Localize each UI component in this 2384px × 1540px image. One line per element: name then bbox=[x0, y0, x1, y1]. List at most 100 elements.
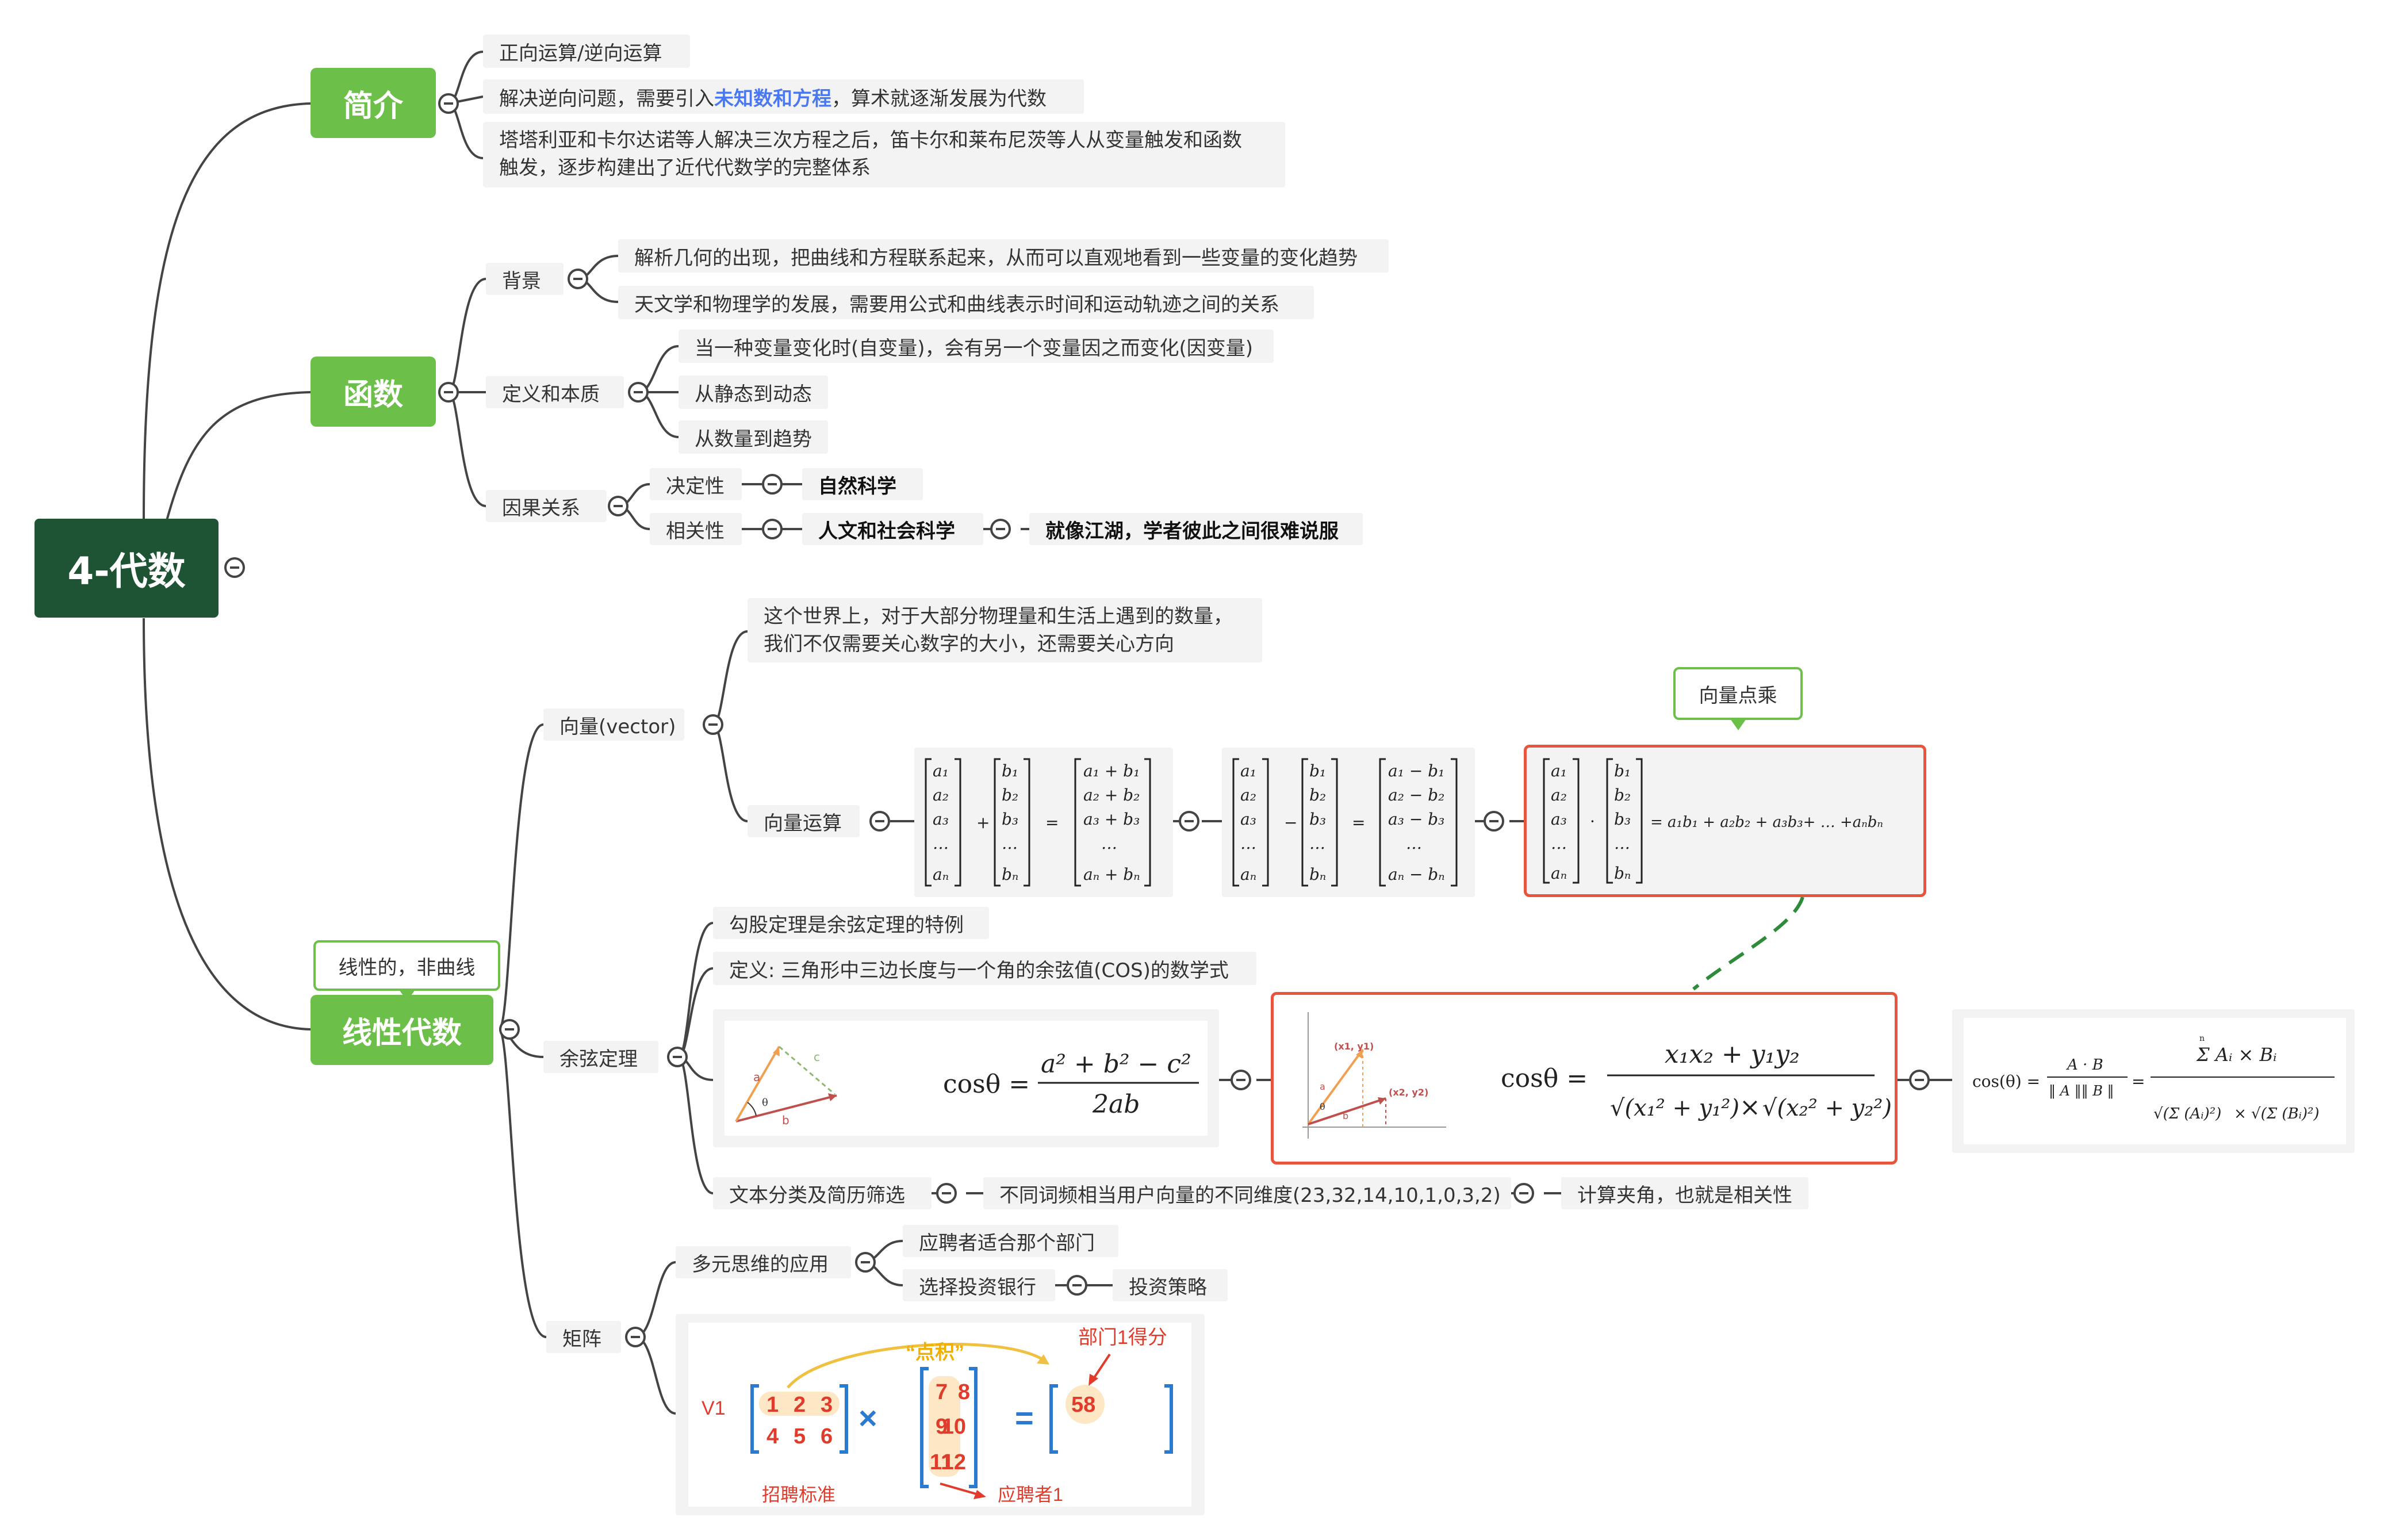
svg-text:1: 1 bbox=[766, 1393, 779, 1417]
causality-deterministic[interactable]: 决定性 bbox=[650, 468, 742, 500]
topic-linear-label: 线性代数 bbox=[342, 1016, 462, 1051]
plus-sign: + bbox=[976, 813, 990, 832]
dept-fit-label: 应聘者适合那个部门 bbox=[919, 1231, 1095, 1255]
formula2-den-right: √(x₂² + y₂²) bbox=[1762, 1095, 1892, 1121]
svg-text:10: 10 bbox=[942, 1415, 966, 1439]
intro-item-2[interactable]: 解决逆向问题，需要引入未知数和方程，算术就逐渐发展为代数 bbox=[483, 79, 1084, 114]
text-classification[interactable]: 文本分类及简历筛选 bbox=[713, 1177, 932, 1209]
matrix-multiplication-image[interactable]: “点积” 部门1得分 V1 × = 1 2 3 4 5 6 bbox=[676, 1314, 1205, 1515]
cosine-formula-image-2[interactable]: (x1, y1) (x2, y2) a b θ cosθ = x₁x₂ + y₁… bbox=[1274, 995, 1895, 1162]
collapse-icon[interactable] bbox=[703, 714, 723, 735]
matrix-node[interactable]: 矩阵 bbox=[546, 1321, 621, 1353]
collapse-icon[interactable] bbox=[869, 811, 890, 832]
cosine-node[interactable]: 余弦定理 bbox=[543, 1041, 658, 1073]
svg-text:7: 7 bbox=[936, 1380, 948, 1404]
definition-item-1-text: 当一种变量变化时(自变量)，会有另一个变量因之而变化(因变量) bbox=[695, 336, 1254, 360]
collapse-icon[interactable] bbox=[1179, 811, 1199, 832]
svg-text:5: 5 bbox=[794, 1424, 806, 1449]
linear-callout[interactable]: 线性的，非曲线 bbox=[313, 940, 500, 1001]
dept-fit[interactable]: 应聘者适合那个部门 bbox=[903, 1225, 1118, 1257]
svg-text:=: = bbox=[1352, 813, 1365, 832]
intro-item-1[interactable]: 正向运算/逆向运算 bbox=[483, 35, 690, 68]
cosine-pythagoras[interactable]: 勾股定理是余弦定理的特例 bbox=[713, 907, 989, 939]
vector-ops-node[interactable]: 向量运算 bbox=[748, 805, 860, 837]
topic-intro[interactable]: 简介 bbox=[311, 68, 436, 138]
formula1-numerator: a² + b² − c² bbox=[1041, 1049, 1191, 1079]
topic-function[interactable]: 函数 bbox=[311, 357, 436, 427]
svg-text:a₂: a₂ bbox=[1551, 786, 1567, 805]
investment-strategy[interactable]: 投资策略 bbox=[1113, 1269, 1228, 1301]
vector-node[interactable]: 向量(vector) bbox=[543, 708, 684, 741]
definition-item-3[interactable]: 从数量到趋势 bbox=[679, 420, 828, 454]
topic-linear-algebra[interactable]: 线性代数 bbox=[311, 995, 493, 1065]
collapse-icon[interactable] bbox=[1484, 811, 1504, 832]
formula3-lhs: cos(θ) = bbox=[1972, 1072, 2040, 1091]
multi-thinking[interactable]: 多元思维的应用 bbox=[676, 1246, 851, 1278]
collapse-icon[interactable] bbox=[608, 496, 628, 516]
cosine-formula-image-3[interactable]: cos(θ) = A · B ‖ A ‖‖ B ‖ = n Σ Aᵢ × Bᵢ … bbox=[1952, 1009, 2355, 1153]
background-item-2[interactable]: 天文学和物理学的发展，需要用公式和曲线表示时间和运动轨迹之间的关系 bbox=[618, 286, 1314, 319]
collapse-icon[interactable] bbox=[224, 557, 245, 578]
root-topic[interactable]: 4-代数 bbox=[35, 519, 219, 618]
collapse-icon[interactable] bbox=[628, 382, 649, 403]
deterministic-label: 决定性 bbox=[666, 474, 725, 498]
background-item-2-text: 天文学和物理学的发展，需要用公式和曲线表示时间和运动轨迹之间的关系 bbox=[634, 293, 1279, 316]
recruit-standard-label: 招聘标准 bbox=[762, 1484, 835, 1505]
intro-item-3-line-1: 塔塔利亚和卡尔达诺等人解决三次方程之后，笛卡尔和莱布尼茨等人从变量触发和函数 bbox=[499, 129, 1242, 152]
compute-angle[interactable]: 计算夹角，也就是相关性 bbox=[1561, 1177, 1808, 1209]
humanities[interactable]: 人文和社会科学 bbox=[802, 513, 983, 545]
function-causality-label: 因果关系 bbox=[502, 496, 580, 520]
definition-item-1[interactable]: 当一种变量变化时(自变量)，会有另一个变量因之而变化(因变量) bbox=[679, 330, 1274, 363]
natural-science[interactable]: 自然科学 bbox=[802, 468, 923, 500]
svg-text:8: 8 bbox=[958, 1380, 970, 1404]
causality-correlation[interactable]: 相关性 bbox=[650, 513, 742, 545]
svg-text:bₙ: bₙ bbox=[1309, 865, 1326, 884]
collapse-icon[interactable] bbox=[1067, 1275, 1087, 1296]
svg-text:b₃: b₃ bbox=[1614, 810, 1631, 829]
collapse-icon[interactable] bbox=[438, 382, 459, 403]
collapse-icon[interactable] bbox=[1231, 1070, 1251, 1090]
collapse-icon[interactable] bbox=[762, 474, 783, 495]
correlation-label: 相关性 bbox=[666, 519, 725, 543]
cosine-definition[interactable]: 定义: 三角形中三边长度与一个角的余弦值(COS)的数学式 bbox=[713, 952, 1256, 985]
svg-text:a₁: a₁ bbox=[1551, 761, 1567, 780]
cosine-formula-image-1[interactable]: a b c θ cosθ = a² + b² − c² 2ab bbox=[713, 1009, 1219, 1147]
collapse-icon[interactable] bbox=[625, 1327, 646, 1347]
intro-item-3-line-2: 触发，逐步构建出了近代代数学的完整体系 bbox=[499, 156, 871, 179]
function-definition[interactable]: 定义和本质 bbox=[486, 376, 624, 408]
definition-item-2[interactable]: 从静态到动态 bbox=[679, 376, 828, 409]
function-causality[interactable]: 因果关系 bbox=[486, 490, 607, 522]
svg-text:…: … bbox=[1002, 834, 1018, 853]
collapse-icon[interactable] bbox=[855, 1252, 876, 1273]
collapse-icon[interactable] bbox=[1513, 1183, 1534, 1204]
vector-desc[interactable]: 这个世界上，对于大部分物理量和生活上遇到的数量， 我们不仅需要关心数字的大小，还… bbox=[748, 598, 1262, 662]
word-frequency-dims[interactable]: 不同词频相当用户向量的不同维度(23,32,14,10,1,0,3,2) bbox=[983, 1177, 1511, 1209]
collapse-icon[interactable] bbox=[762, 519, 783, 539]
equals-sign-matrix: = bbox=[1015, 1400, 1034, 1436]
collapse-icon[interactable] bbox=[990, 519, 1011, 539]
collapse-icon[interactable] bbox=[667, 1047, 688, 1067]
equals-sign: = bbox=[1045, 813, 1059, 832]
function-background[interactable]: 背景 bbox=[486, 263, 564, 295]
svg-text:aₙ − bₙ: aₙ − bₙ bbox=[1388, 865, 1445, 884]
collapse-icon[interactable] bbox=[936, 1183, 957, 1204]
jianghu[interactable]: 就像江湖，学者彼此之间很难说服 bbox=[1029, 513, 1363, 545]
collapse-icon[interactable] bbox=[568, 269, 588, 289]
intro-item-2-text-b: ，算术就逐渐发展为代数 bbox=[831, 87, 1047, 110]
choose-bank[interactable]: 选择投资银行 bbox=[903, 1269, 1055, 1301]
dot-sign: · bbox=[1590, 812, 1595, 831]
collapse-icon[interactable] bbox=[1909, 1070, 1930, 1090]
svg-text:a₃: a₃ bbox=[933, 810, 949, 829]
background-item-1[interactable]: 解析几何的出现，把曲线和方程联系起来，从而可以直观地看到一些变量的变化趋势 bbox=[618, 239, 1389, 273]
collapse-icon[interactable] bbox=[438, 93, 459, 114]
dot-product-callout[interactable]: 向量点乘 bbox=[1673, 667, 1803, 730]
intro-item-3[interactable]: 塔塔利亚和卡尔达诺等人解决三次方程之后，笛卡尔和莱布尼茨等人从变量触发和函数 触… bbox=[483, 122, 1285, 187]
v1-label: V1 bbox=[702, 1397, 726, 1419]
collapse-icon[interactable] bbox=[499, 1019, 520, 1040]
svg-text:…: … bbox=[1551, 834, 1567, 853]
